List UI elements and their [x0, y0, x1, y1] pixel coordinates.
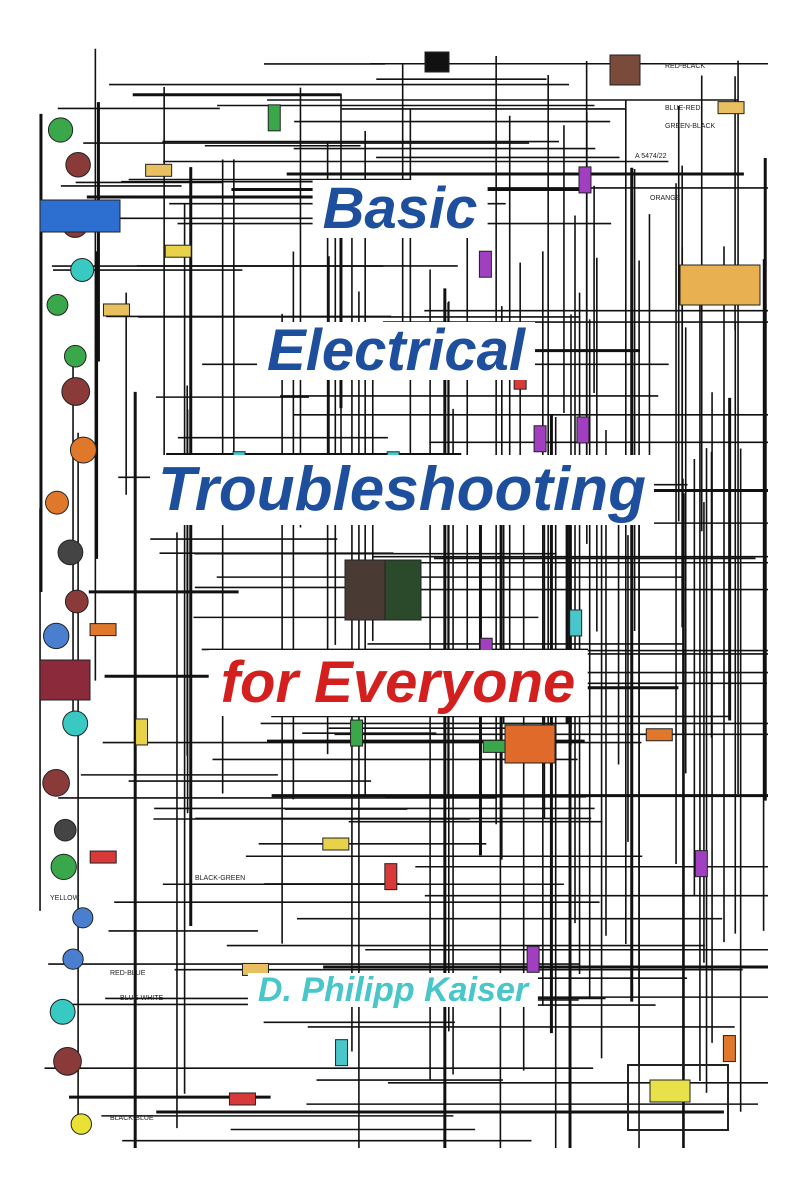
connector-icon — [53, 818, 77, 842]
connector-icon — [69, 436, 97, 464]
fuse-icon — [533, 425, 547, 453]
subtitle: for Everyone — [208, 650, 588, 716]
connector-icon — [63, 344, 87, 368]
wire-label: BLACK-GREEN — [195, 875, 245, 882]
fuse-icon — [89, 850, 117, 864]
fuse-icon — [350, 719, 364, 747]
fuse-icon — [135, 718, 149, 746]
connector-icon — [70, 258, 95, 283]
component-block-icon — [609, 54, 641, 86]
fuse-icon — [694, 850, 708, 878]
connector-icon — [47, 117, 74, 143]
wire-label: BLUE-WHITE — [120, 995, 164, 1002]
fuse-icon — [717, 101, 745, 115]
title-line-troubleshooting: Troubleshooting — [150, 455, 654, 525]
component-block-icon — [424, 51, 450, 73]
connector-icon — [70, 1113, 93, 1135]
connector-icon — [64, 589, 89, 614]
connector-icon — [57, 539, 84, 566]
fuse-icon — [526, 945, 540, 973]
component-block-icon — [344, 559, 386, 621]
fuse-icon — [228, 1092, 256, 1106]
title-line-electrical: Electrical — [257, 322, 535, 380]
fuse-icon — [576, 416, 590, 444]
fuse-icon — [645, 728, 673, 742]
author-name: D. Philipp Kaiser — [247, 973, 539, 1007]
connector-icon — [49, 998, 76, 1025]
wire-label: A 5474/22 — [635, 153, 667, 160]
wire-label: RED-BLACK — [665, 63, 705, 70]
wire-label: ORANGE — [650, 195, 681, 202]
fuse-icon — [89, 623, 117, 637]
fuse-icon — [569, 609, 583, 637]
fuse-icon — [578, 166, 592, 194]
title-line-basic: Basic — [312, 180, 488, 238]
fuse-icon — [722, 1035, 736, 1063]
connector-icon — [53, 1046, 82, 1076]
fuse-icon — [145, 163, 173, 177]
fuse-icon — [322, 837, 350, 851]
component-block-icon — [39, 659, 91, 701]
connector-icon — [50, 853, 77, 881]
connector-icon — [45, 490, 69, 515]
relay-box-icon — [627, 1064, 729, 1131]
wire-label: BLACK-BLUE — [110, 1115, 154, 1122]
connector-icon — [62, 948, 84, 970]
component-block-icon — [504, 724, 556, 764]
wire-label: YELLOW — [50, 895, 80, 902]
connector-icon — [43, 622, 70, 650]
wire-label: GREEN-BLACK — [665, 123, 716, 130]
fuse-icon — [164, 244, 192, 258]
component-block-icon — [39, 199, 121, 233]
connector-icon — [62, 710, 89, 737]
fuse-icon — [478, 250, 492, 278]
relay-coil-icon — [649, 1079, 691, 1103]
fuse-icon — [267, 104, 281, 132]
connector-icon — [61, 377, 91, 406]
connector-icon — [42, 769, 70, 797]
connector-icon — [65, 151, 91, 178]
wire-label: RED-BLUE — [110, 970, 146, 977]
fuse-icon — [384, 863, 398, 891]
fuse-icon — [102, 303, 130, 317]
connector-icon — [46, 294, 69, 316]
connector-icon — [72, 907, 94, 929]
fuse-icon — [335, 1039, 349, 1067]
wire-label: BLUE-RED — [665, 105, 700, 112]
component-block-icon — [384, 559, 422, 621]
component-block-icon — [679, 264, 761, 306]
